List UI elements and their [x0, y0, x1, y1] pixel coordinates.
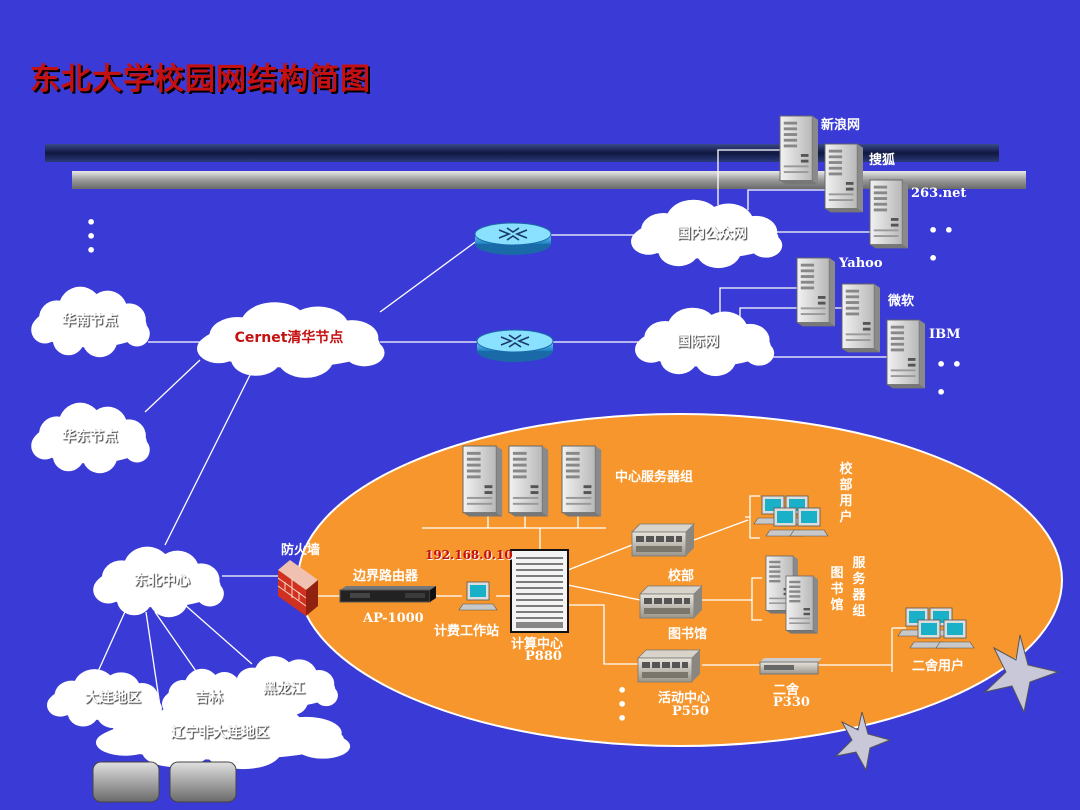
ellipsis-left: ••• [86, 213, 97, 260]
label-ip: 192.168.0.10 [425, 548, 513, 562]
label-dongbei: 东北中心 [134, 573, 190, 589]
nav-button-left[interactable] [92, 761, 160, 803]
border-router-icon [339, 586, 436, 603]
router-bottom [476, 329, 554, 363]
p330-switch-icon [759, 658, 822, 675]
label-server-group: 中心服务器组 [615, 470, 694, 485]
firewall-icon [277, 560, 318, 616]
server-yahoo [796, 257, 836, 327]
label-ap1000: AP-1000 [363, 611, 424, 626]
label-263: 263.net [911, 186, 967, 201]
label-guonei: 国内公众网 [677, 226, 747, 242]
label-sina: 新浪网 [821, 118, 861, 133]
label-liaoning: 辽宁非大连地区 [171, 725, 269, 741]
label-yahoo: Yahoo [839, 256, 883, 271]
nav-button-right[interactable] [169, 761, 237, 803]
label-guoji: 国际网 [677, 334, 719, 350]
label-server-group2: 服务器组 [852, 556, 866, 619]
label-compute-center: 计算中心 [511, 637, 564, 652]
label-microsoft: 微软 [888, 294, 915, 309]
label-billing: 计费工作站 [434, 624, 500, 639]
label-huanan: 华南节点 [62, 313, 118, 329]
server-center-3 [561, 445, 602, 518]
page-title: 东北大学校园网结构简图 [30, 62, 371, 97]
label-border-router: 边界路由器 [353, 569, 419, 584]
server-library-2 [785, 575, 819, 634]
label-ershe-users: 二舍用户 [912, 659, 965, 674]
star-decoration-1 [983, 634, 1060, 714]
label-cernet: Cernet清华节点 [234, 330, 344, 346]
label-p330: P330 [773, 695, 810, 710]
server-263 [869, 179, 909, 249]
star-decoration-2 [834, 711, 892, 772]
label-library-servers: 图书馆 [830, 566, 844, 613]
server-center-1 [462, 445, 503, 518]
switch-library-icon [639, 585, 703, 619]
server-center-2 [508, 445, 549, 518]
label-p880: P880 [525, 649, 562, 664]
label-library: 图书馆 [668, 627, 708, 642]
ellipsis-domestic: • •• [928, 221, 955, 268]
label-p550: P550 [672, 704, 709, 719]
switch-xiaobu-icon [631, 523, 695, 557]
label-xiaobu-users: 校部用户 [839, 462, 853, 525]
label-heilongjiang: 黑龙江 [263, 681, 305, 697]
label-ibm: IBM [929, 327, 961, 342]
server-ibm [886, 319, 926, 389]
top-bar-dark [45, 144, 999, 162]
ellipsis-campus: ••• [617, 681, 628, 728]
server-sohu [824, 143, 864, 213]
p880-switch-icon [510, 549, 569, 633]
server-sina [779, 115, 819, 185]
label-activity: 活动中心 [658, 691, 711, 706]
ellipsis-intl: • •• [936, 355, 963, 402]
label-dalian: 大连地区 [85, 690, 141, 706]
label-huadong: 华东节点 [62, 429, 118, 445]
server-microsoft [841, 283, 881, 353]
label-ershe: 二舍 [773, 683, 800, 698]
switch-activity-icon [637, 649, 701, 683]
router-top [474, 222, 552, 256]
label-firewall: 防火墙 [281, 543, 321, 558]
label-xiaobu: 校部 [668, 569, 695, 584]
label-jilin: 吉林 [195, 690, 223, 706]
label-sohu: 搜狐 [869, 153, 896, 168]
